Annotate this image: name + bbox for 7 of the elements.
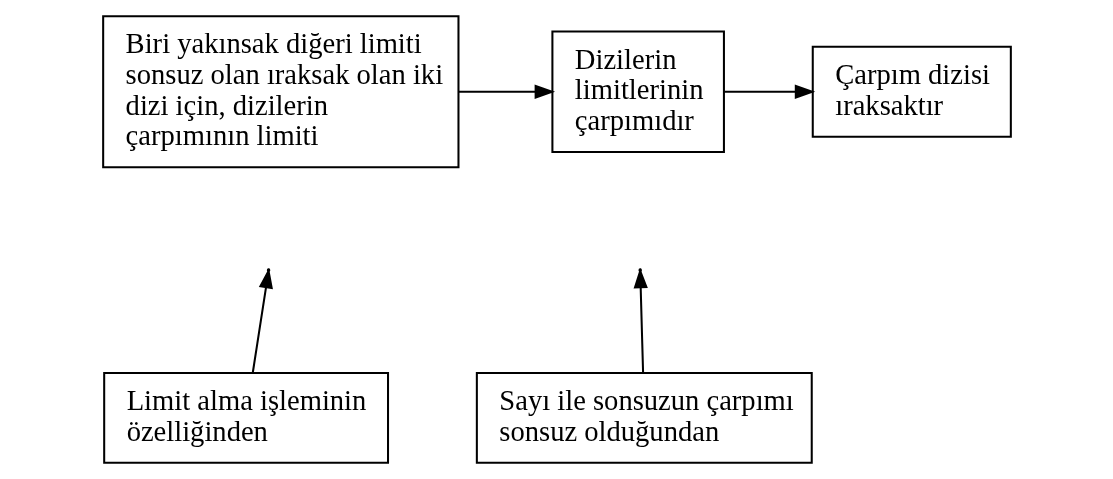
node-box: Dizilerin limitlerinin çarpımıdır: [550, 30, 725, 153]
arrow: [723, 84, 815, 99]
node-box: Biri yakınsak diğeri limiti sonsuz olan ıraksak olan iki dizi için, dizilerin çarpımının limiti: [101, 15, 459, 169]
node-box: Çarpım dizisi ıraksaktır: [811, 45, 1012, 138]
arrow: [458, 84, 555, 99]
node-box: Limit alma işleminin özelliğinden: [102, 371, 389, 464]
node-box: Sayı ile sonsuzun çarpımı sonsuz olduğundan: [475, 371, 813, 464]
